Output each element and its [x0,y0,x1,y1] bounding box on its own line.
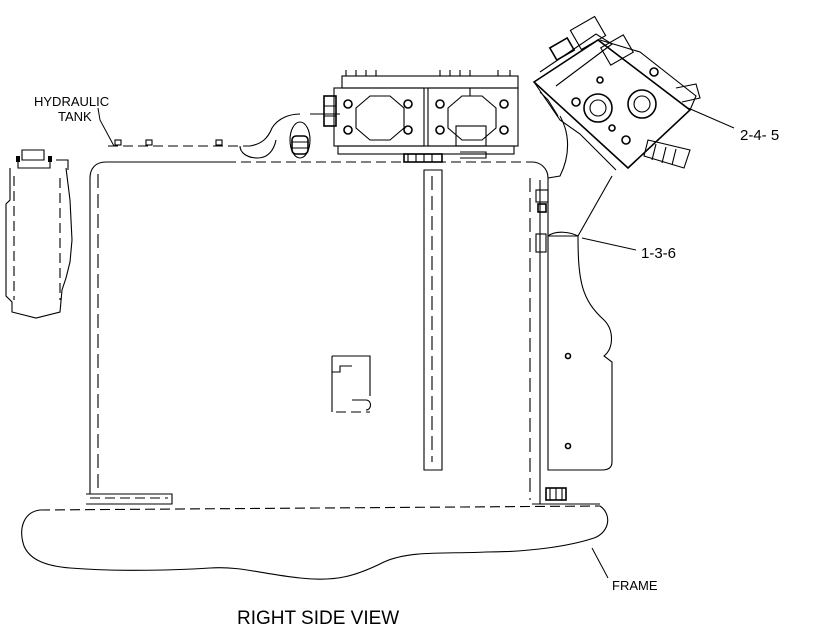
callout-2-4-5: 2-4- 5 [740,127,779,144]
left-filter-assembly [5,149,73,319]
frame-label: FRAME [612,578,658,593]
top-valve-assembly [323,70,519,163]
frame-rail [21,503,609,580]
leader-lines [97,107,735,579]
tank-label-line2: TANK [58,109,92,124]
view-title: RIGHT SIDE VIEW [237,608,399,629]
angled-pump-assembly [532,15,701,171]
hydraulic-label-line1: HYDRAULIC [34,94,109,109]
hydraulic-tank [86,113,549,505]
mounting-bracket [535,115,613,501]
callout-1-3-6: 1-3-6 [641,245,676,262]
